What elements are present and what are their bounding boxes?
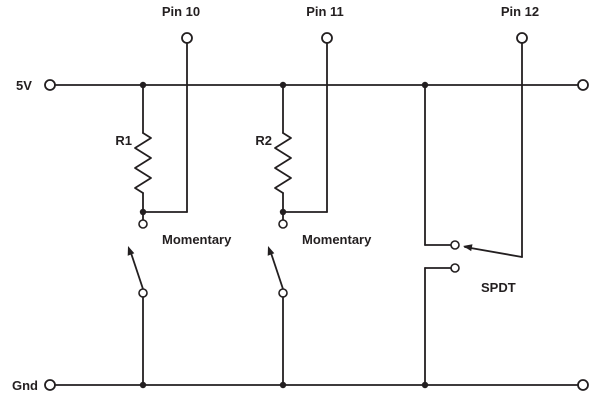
- power-rail-right-terminal: [577, 79, 589, 91]
- r1-label: R1: [115, 133, 132, 148]
- ground-rail-right-terminal: [577, 379, 589, 391]
- pin10-label: Pin 10: [162, 4, 200, 19]
- spdt-lever-arrow: [463, 244, 473, 252]
- ground-rail-label: Gnd: [12, 378, 38, 393]
- spdt-lower-contact: [450, 263, 460, 273]
- momentary-switch-2: Momentary: [267, 211, 372, 389]
- sw2-gnd-junction: [279, 381, 287, 389]
- sw2-bottom-contact: [278, 288, 288, 298]
- r2-label: R2: [255, 133, 272, 148]
- sw1-label: Momentary: [162, 232, 232, 247]
- pin10-circle: [181, 32, 193, 44]
- ground-rail-left-terminal: [44, 379, 56, 391]
- sw1-lever: [129, 249, 144, 290]
- spdt-lever: [464, 246, 523, 258]
- r2-zigzag: [274, 132, 292, 194]
- sw1-lever-arrow: [127, 246, 135, 256]
- ground-rail: Gnd: [12, 378, 589, 393]
- pin11-circle: [321, 32, 333, 44]
- pin12-label: Pin 12: [501, 4, 539, 19]
- pin12-circle: [516, 32, 528, 44]
- sw2-top-contact: [278, 219, 288, 229]
- sw2-lever-arrow: [267, 246, 275, 256]
- r1-zigzag: [134, 132, 152, 194]
- spdt-label: SPDT: [481, 280, 516, 295]
- spdt-upper-contact: [450, 240, 460, 250]
- resistor-r2: R2: [255, 81, 292, 216]
- pin12-terminal: Pin 12: [501, 4, 539, 258]
- sw2-label: Momentary: [302, 232, 372, 247]
- pin11-terminal: Pin 11: [282, 4, 344, 213]
- spdt-gnd-junction: [421, 381, 429, 389]
- momentary-switch-1: Momentary: [127, 211, 232, 389]
- power-rail-left-terminal: [44, 79, 56, 91]
- sw1-gnd-junction: [139, 381, 147, 389]
- sw2-lever: [269, 249, 284, 290]
- sw1-bottom-contact: [138, 288, 148, 298]
- sw1-top-contact: [138, 219, 148, 229]
- resistor-r1: R1: [115, 81, 152, 216]
- power-rail-label: 5V: [16, 78, 32, 93]
- spdt-switch: SPDT: [421, 81, 523, 389]
- pin10-terminal: Pin 10: [142, 4, 200, 213]
- pin11-label: Pin 11: [306, 4, 344, 19]
- power-rail: 5V: [16, 78, 589, 93]
